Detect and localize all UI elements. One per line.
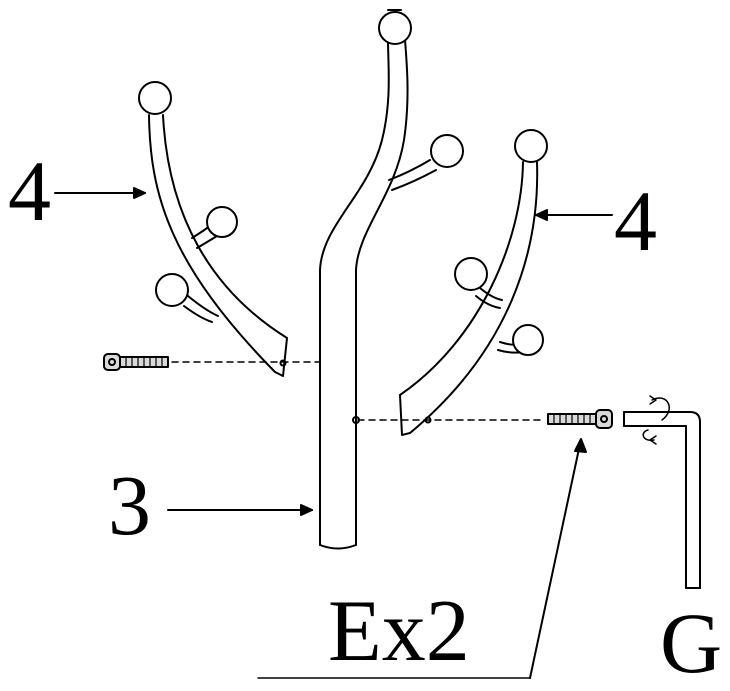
tool-callout-label: G bbox=[660, 595, 723, 691]
right-hook-arm-part-4 bbox=[399, 129, 548, 436]
right-bolt-icon bbox=[547, 409, 613, 429]
part-4-label-left: 4 bbox=[8, 143, 51, 239]
left-bolt-icon bbox=[103, 353, 169, 371]
right-arm-knob-upper bbox=[454, 257, 488, 291]
part-4-label-right: 4 bbox=[614, 173, 657, 269]
part-3-label: 3 bbox=[108, 457, 151, 553]
allen-key-icon bbox=[623, 395, 701, 589]
left-arm-bolt-hole bbox=[279, 359, 287, 367]
trunk-side-knob bbox=[430, 134, 464, 168]
arrow-to-bolt bbox=[529, 443, 581, 679]
trunk-top-knob bbox=[378, 11, 412, 45]
left-hook-arm-part-4 bbox=[138, 81, 288, 377]
bolt-callout-label: Ex2 bbox=[328, 583, 470, 680]
right-arm-top-knob bbox=[514, 129, 548, 163]
left-arm-knob-upper bbox=[206, 206, 238, 238]
leader-arrows bbox=[54, 187, 613, 679]
left-arm-knob-lower bbox=[155, 273, 189, 307]
right-arm-knob-lower bbox=[512, 324, 544, 356]
trunk-part-3 bbox=[319, 9, 464, 550]
rotation-arrow-icon bbox=[642, 395, 670, 445]
left-arm-top-knob bbox=[138, 81, 172, 115]
